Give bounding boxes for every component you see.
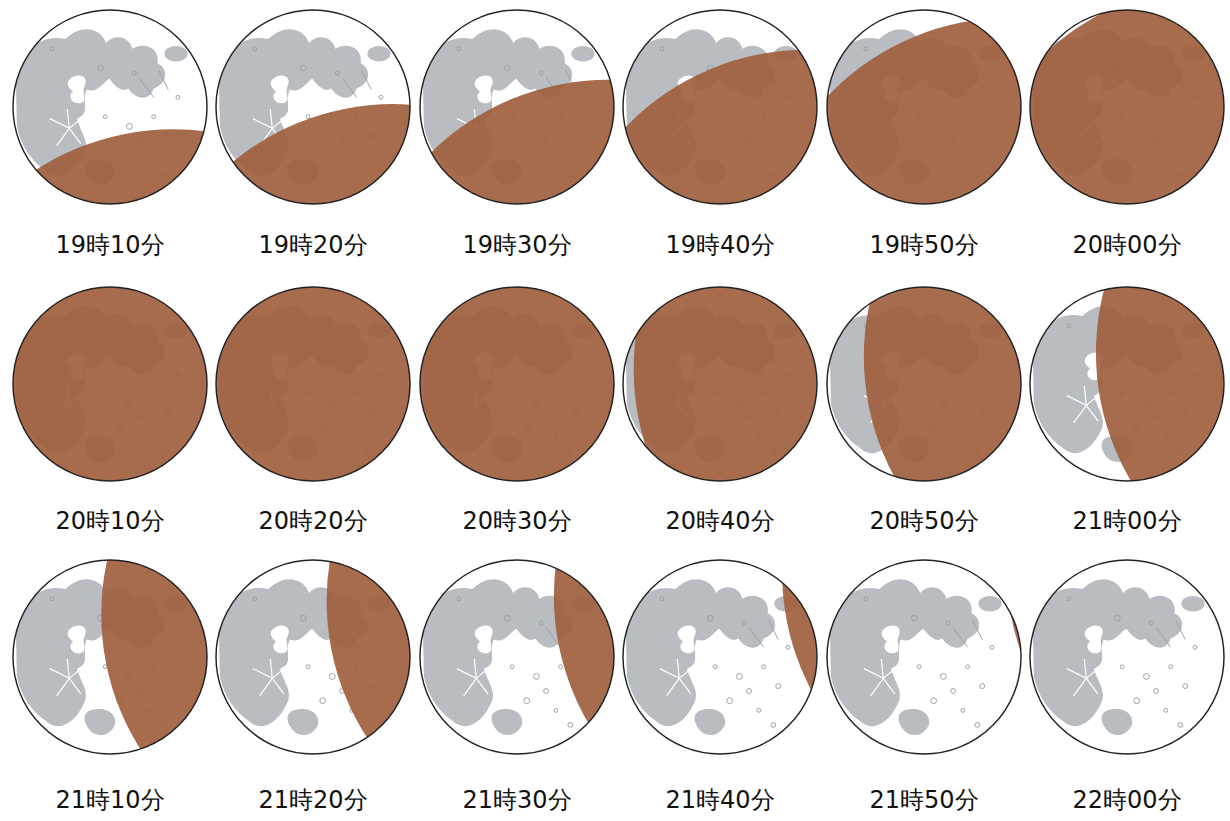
time-label: 19時20分 [215, 230, 411, 260]
moon [420, 344, 1058, 821]
moon [216, 349, 831, 821]
time-label: 19時40分 [622, 230, 818, 260]
moon [827, 316, 1230, 820]
time-label: 20時10分 [12, 506, 208, 536]
time-label: 20時20分 [215, 506, 411, 536]
moon [1030, 560, 1224, 754]
moon [1030, 101, 1230, 605]
time-label: 21時40分 [622, 785, 818, 815]
time-label: 20時40分 [622, 506, 818, 536]
time-label: 21時30分 [419, 785, 615, 815]
time-label: 20時00分 [1029, 230, 1225, 260]
time-label: 21時20分 [215, 785, 411, 815]
time-label: 19時50分 [826, 230, 1022, 260]
moon [623, 320, 1230, 821]
time-label: 20時50分 [826, 506, 1022, 536]
time-label: 21時10分 [12, 785, 208, 815]
time-label: 21時50分 [826, 785, 1022, 815]
time-label: 21時00分 [1029, 506, 1225, 536]
time-label: 20時30分 [419, 506, 615, 536]
time-label: 19時10分 [12, 230, 208, 260]
time-label: 22時00分 [1029, 785, 1225, 815]
time-label: 19時30分 [419, 230, 615, 260]
